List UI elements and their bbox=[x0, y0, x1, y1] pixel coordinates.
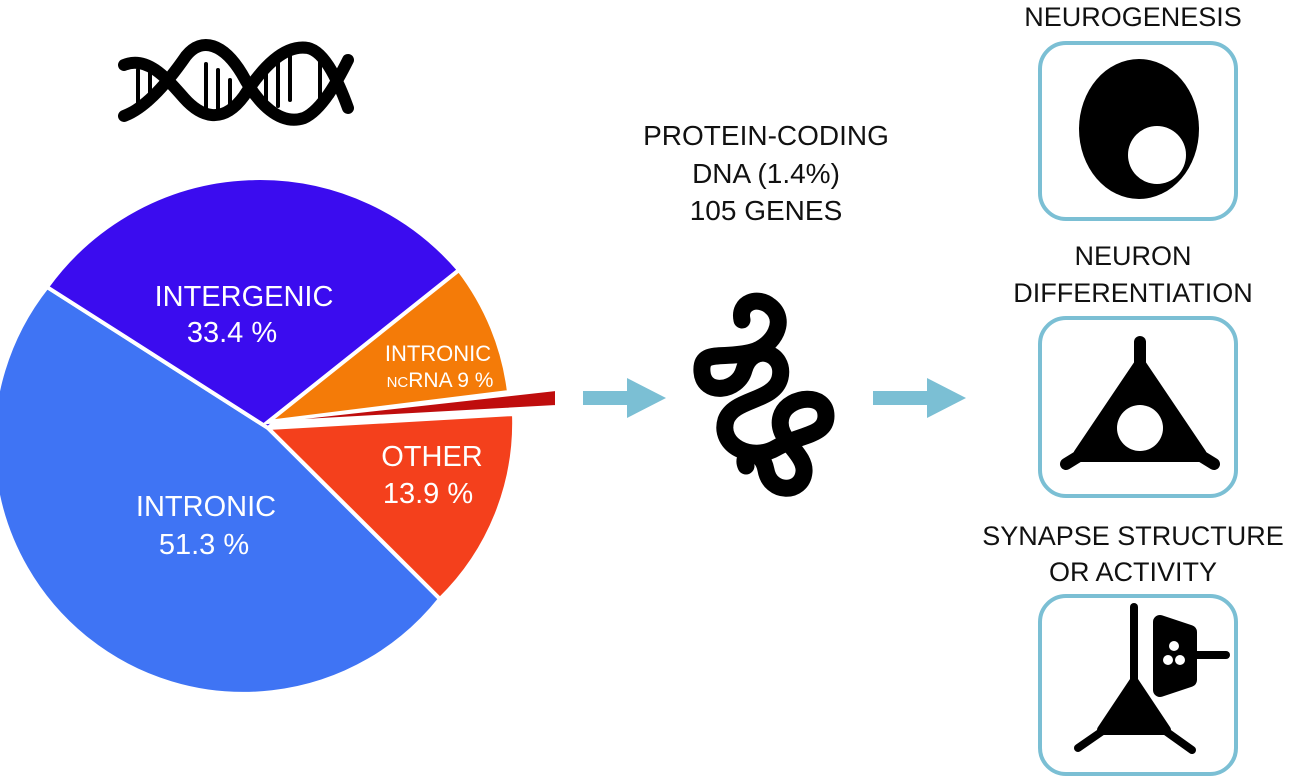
slice-value-intergenic: 33.4 % bbox=[187, 317, 277, 349]
ncrna-rest: RNA 9 % bbox=[408, 369, 493, 392]
protein-coding-line2: DNA (1.4%) bbox=[692, 158, 840, 189]
slice-label-intronic: INTRONIC bbox=[136, 491, 276, 523]
pie-slice-intronic bbox=[0, 284, 443, 696]
slice-label-intergenic: INTERGENIC bbox=[155, 281, 334, 313]
neural-stem-cell-icon bbox=[1079, 59, 1199, 199]
protein-chain-icon bbox=[693, 292, 835, 497]
synapse-icon bbox=[1074, 603, 1230, 754]
genome-pie-chart: INTERGENIC 33.4 % INTRONIC NCRNA 9 % OTH… bbox=[0, 176, 557, 696]
pie-slice-intergenic bbox=[44, 176, 462, 431]
category-title-differentiation-line1: NEURON bbox=[1074, 241, 1191, 271]
slice-value-other: 13.9 % bbox=[383, 478, 473, 510]
neuron-icon bbox=[1060, 336, 1220, 470]
slice-label-other: OTHER bbox=[381, 441, 483, 473]
dna-helix-icon bbox=[118, 39, 354, 126]
protein-coding-line3: 105 GENES bbox=[690, 195, 843, 226]
category-title-differentiation-line2: DIFFERENTIATION bbox=[1013, 278, 1253, 308]
slice-value-intronic-ncrna: NCRNA 9 % bbox=[387, 369, 494, 392]
category-title-neurogenesis: NEUROGENESIS bbox=[1024, 2, 1242, 32]
arrow-to-protein bbox=[583, 378, 666, 418]
pie-slice-protein-coding bbox=[267, 388, 557, 423]
category-title-synapse-line1: SYNAPSE STRUCTURE bbox=[982, 521, 1284, 551]
pie-slice-intronic-ncrna bbox=[261, 267, 512, 425]
ncrna-small-caps: NC bbox=[387, 374, 409, 391]
protein-coding-line1: PROTEIN-CODING bbox=[643, 120, 889, 151]
slice-label-intronic-ncrna: INTRONIC bbox=[385, 341, 491, 366]
slice-value-intronic: 51.3 % bbox=[159, 529, 249, 561]
category-title-synapse-line2: OR ACTIVITY bbox=[1049, 557, 1217, 587]
arrow-to-categories bbox=[873, 378, 966, 418]
pie-slice-other bbox=[263, 411, 517, 602]
